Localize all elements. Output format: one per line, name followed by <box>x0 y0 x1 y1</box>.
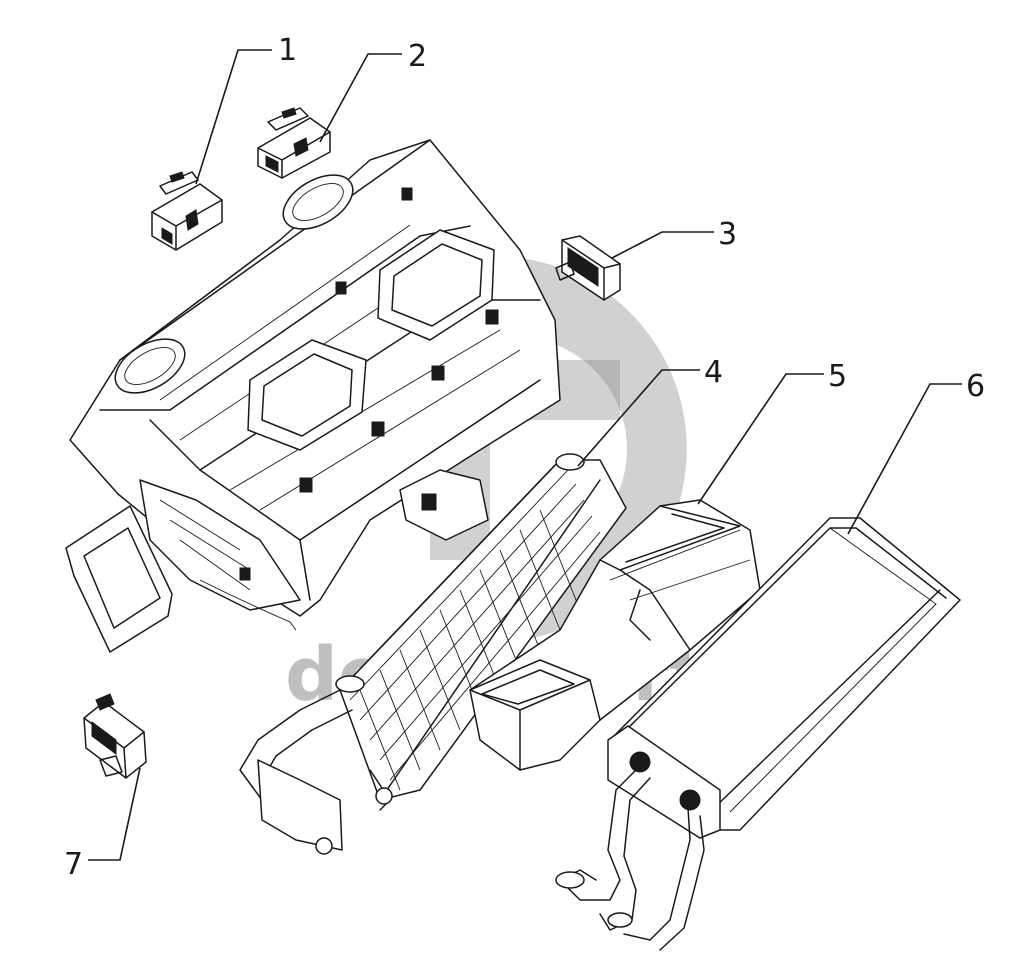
leader-line-7 <box>88 767 141 861</box>
part-1-actuator <box>151 171 223 251</box>
part-7-actuator <box>83 693 147 779</box>
part-label-4: 4 <box>704 355 723 390</box>
part-4-evaporator-core <box>239 453 627 855</box>
leader-line-2 <box>319 53 402 143</box>
part-6-heater-core <box>555 517 961 951</box>
part-5-lower-housing <box>469 499 761 771</box>
part-2-actuator <box>257 107 331 179</box>
hvac-housing <box>65 139 561 653</box>
part-label-3: 3 <box>718 217 737 252</box>
part-label-6: 6 <box>966 369 985 404</box>
leader-line-5 <box>697 373 824 505</box>
part-label-1: 1 <box>278 33 297 68</box>
leader-line-4 <box>577 369 700 467</box>
leader-line-1 <box>195 49 272 185</box>
leader-line-3 <box>611 231 714 259</box>
part-label-2: 2 <box>408 39 427 74</box>
part-3-actuator <box>555 235 621 301</box>
part-label-7: 7 <box>64 847 83 882</box>
leader-line-6 <box>847 383 962 535</box>
part-label-5: 5 <box>828 359 847 394</box>
